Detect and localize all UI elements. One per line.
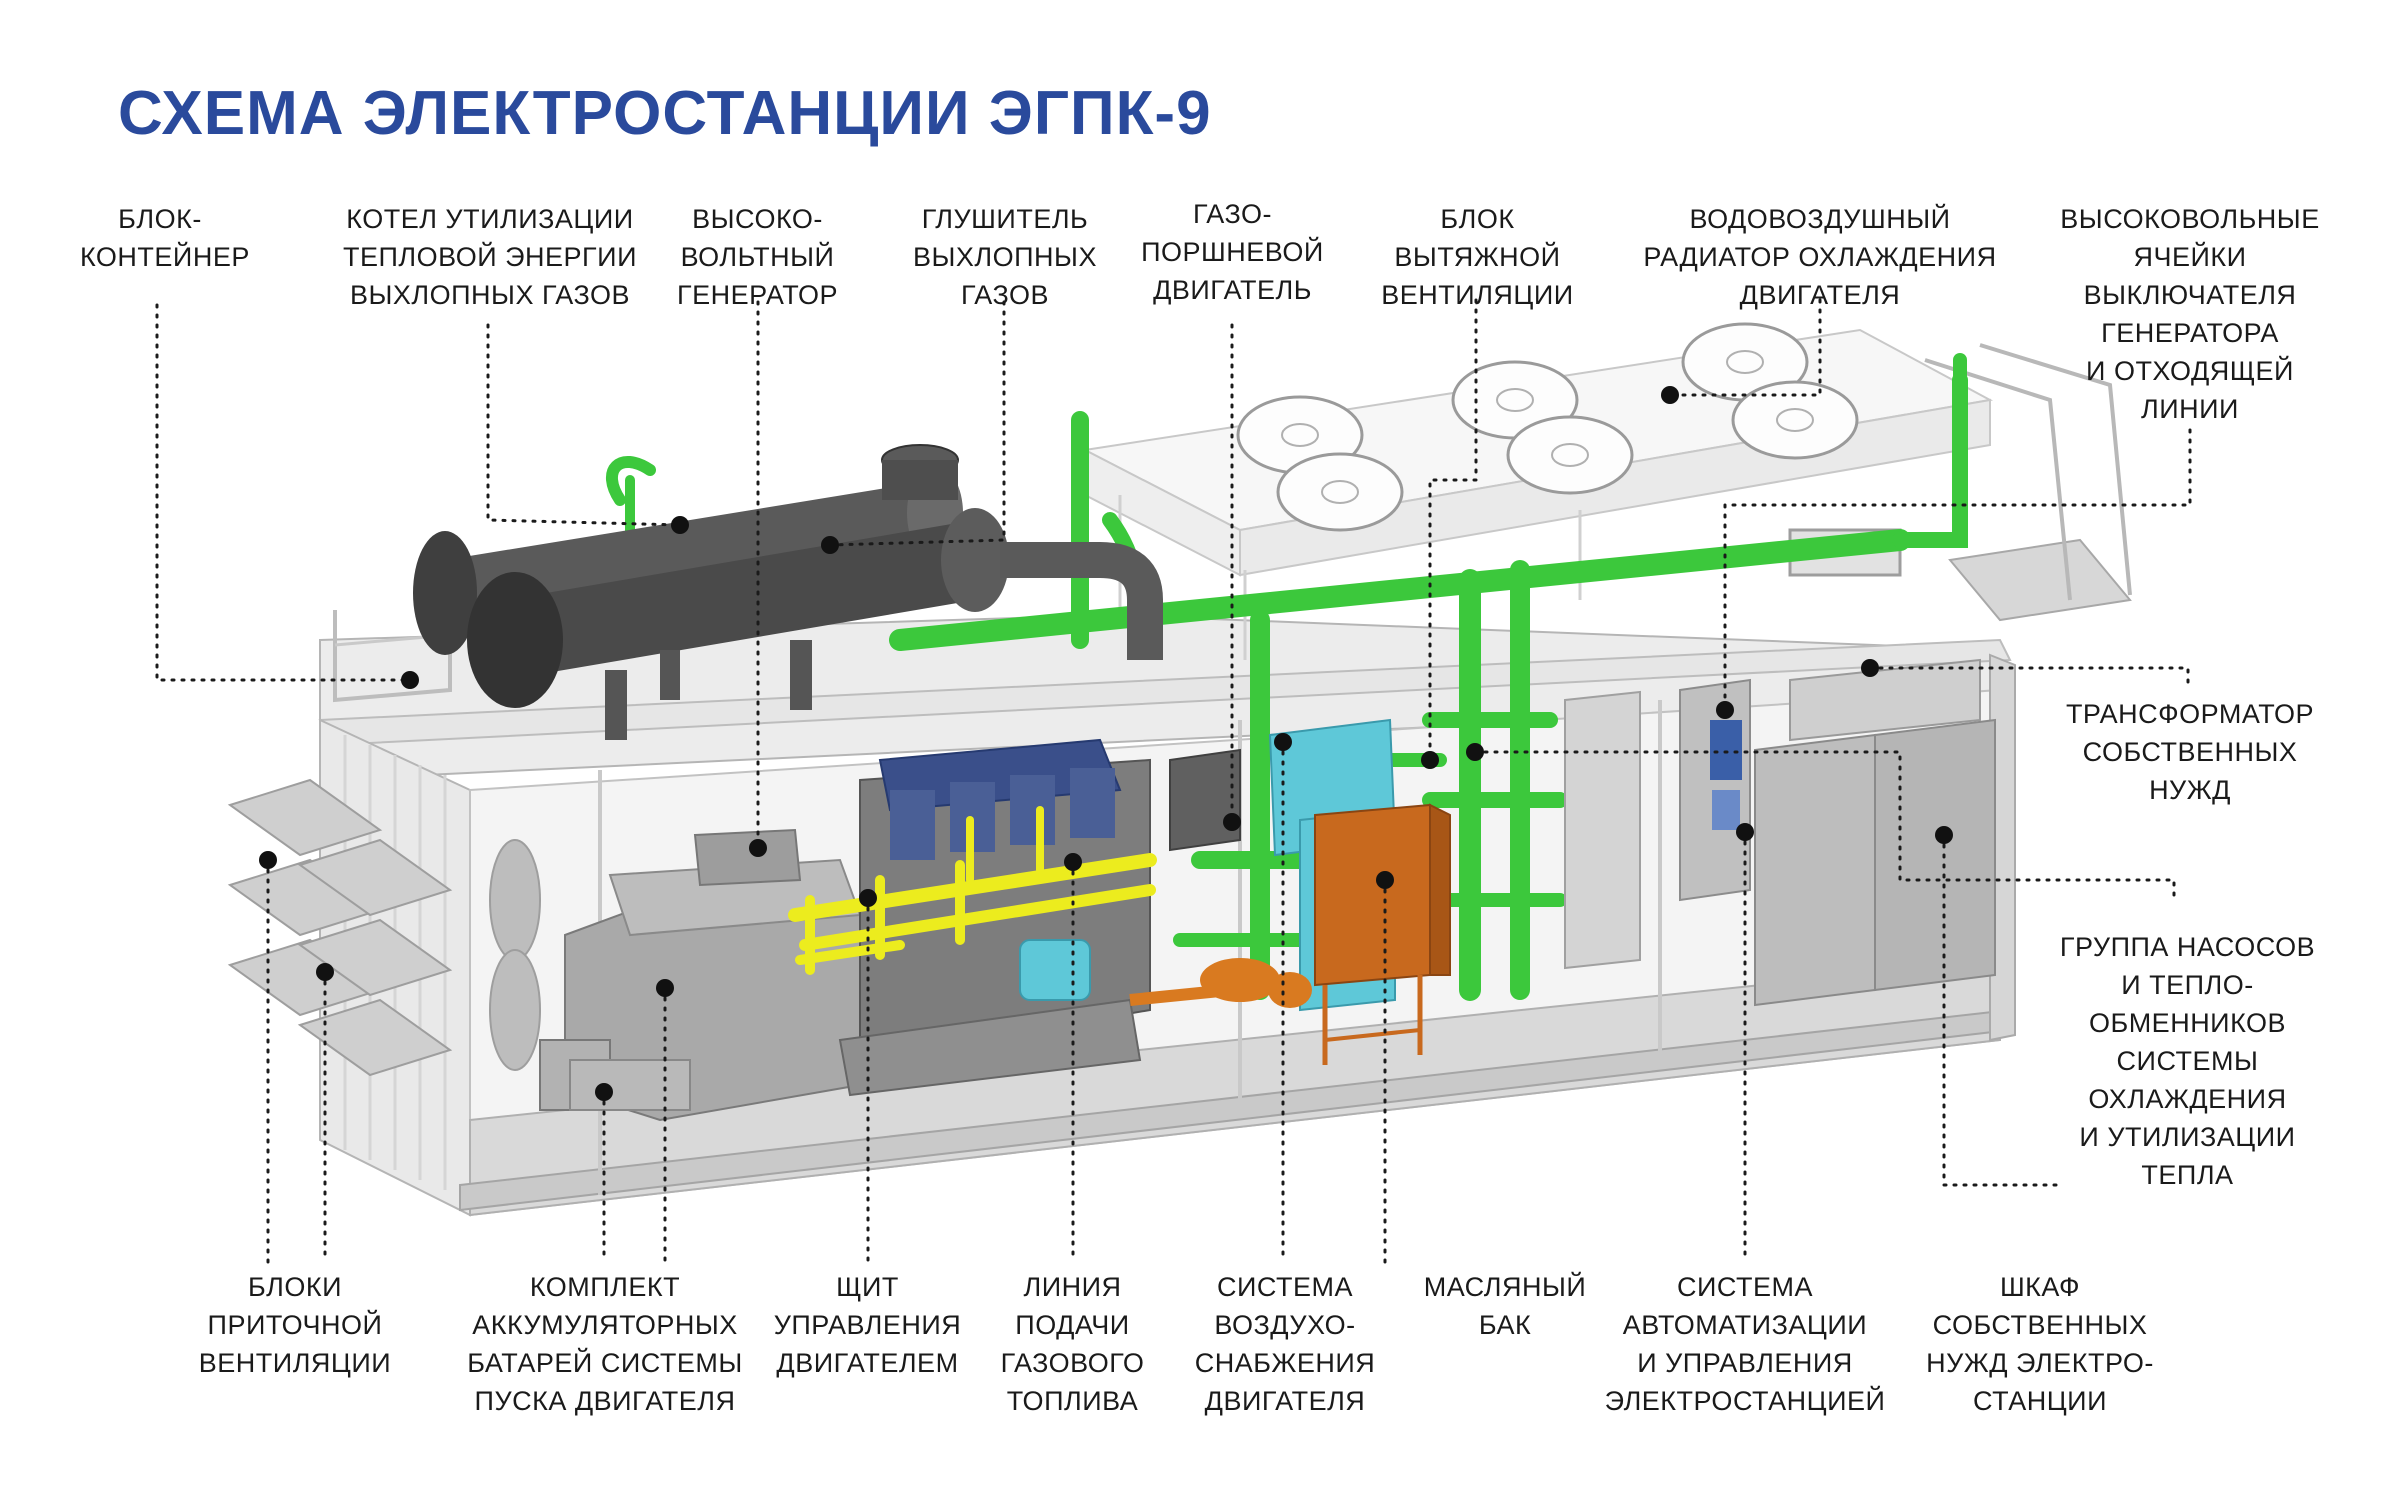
label-boiler: КОТЕЛ УТИЛИЗАЦИИ ТЕПЛОВОЙ ЭНЕРГИИ ВЫХЛОП… [342,204,637,310]
leader-lines [155,298,2192,1264]
label-oil-tank: МАСЛЯНЫЙ БАК [1423,1272,1587,1340]
label-pumps: ГРУППА НАСОСОВ И ТЕПЛО- ОБМЕННИКОВ СИСТЕ… [2059,932,2316,1190]
label-block-container: БЛОК- КОНТЕЙНЕР [80,204,250,272]
label-transformer: ТРАНСФОРМАТОР СОБСТВЕННЫХ НУЖД [2065,699,2315,805]
label-automation: СИСТЕМА АВТОМАТИЗАЦИИ И УПРАВЛЕНИЯ ЭЛЕКТ… [1604,1272,1886,1416]
label-engine-panel: ЩИТ УПРАВЛЕНИЯ ДВИГАТЕЛЕМ [773,1272,962,1378]
page-title: СХЕМА ЭЛЕКТРОСТАНЦИИ ЭГПК-9 [118,79,1212,148]
hv-generator [539,828,862,1122]
label-radiator: ВОДОВОЗДУШНЫЙ РАДИАТОР ОХЛАЖДЕНИЯ ДВИГАТ… [1643,204,1997,310]
label-hv-cells: ВЫСОКОВОЛЬНЫЕ ЯЧЕЙКИ ВЫКЛЮЧАТЕЛЯ ГЕНЕРАТ… [2060,204,2320,424]
control-cabinets [1564,658,1996,1007]
callout-dots [259,386,1953,1101]
oil-tank [1314,803,1451,1065]
label-air-supply: СИСТЕМА ВОЗДУХО- СНАБЖЕНИЯ ДВИГАТЕЛЯ [1194,1272,1376,1416]
gas-line [788,806,1157,975]
label-hv-generator: ВЫСОКО- ВОЛЬТНЫЙ ГЕНЕРАТОР [676,204,839,310]
label-muffler: ГЛУШИТЕЛЬ ВЫХЛОПНЫХ ГАЗОВ [913,204,1097,310]
label-supply-vent: БЛОКИ ПРИТОЧНОЙ ВЕНТИЛЯЦИИ [198,1272,392,1378]
label-aux-cabinet: ШКАФ СОБСТВЕННЫХ НУЖД ЭЛЕКТРО- СТАНЦИИ [1926,1272,2154,1416]
radiator-unit [1081,322,2132,660]
label-gas-engine: ГАЗО- ПОРШНЕВОЙ ДВИГАТЕЛЬ [1141,199,1324,305]
label-exhaust-vent: БЛОК ВЫТЯЖНОЙ ВЕНТИЛЯЦИИ [1381,204,1574,310]
label-batteries: КОМПЛЕКТ АККУМУЛЯТОРНЫХ БАТАРЕЙ СИСТЕМЫ … [467,1272,743,1416]
boiler-and-muffler [413,444,1163,740]
label-gas-line: ЛИНИЯ ПОДАЧИ ГАЗОВОГО ТОПЛИВА [1000,1272,1145,1416]
